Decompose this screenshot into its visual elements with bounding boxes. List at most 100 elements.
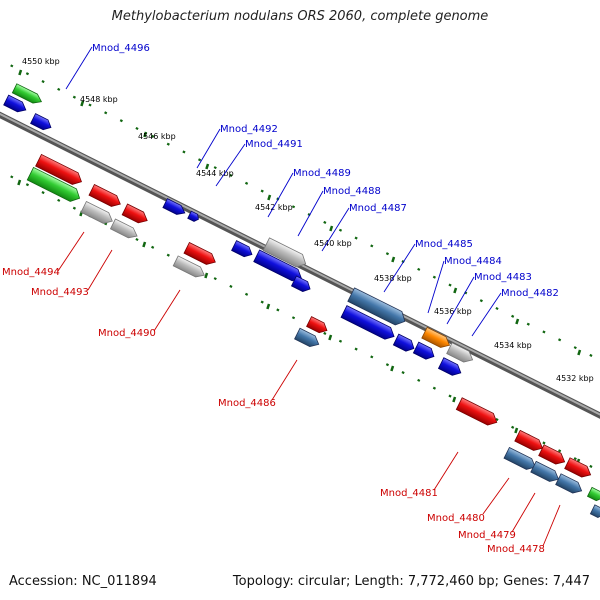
gene-arrow bbox=[455, 397, 498, 426]
gene-feature bbox=[503, 446, 536, 470]
gene-feature bbox=[555, 473, 583, 494]
gene-label-leader bbox=[511, 492, 536, 533]
gene-label-forward: Mnod_4482 bbox=[501, 288, 559, 299]
gene-arrow bbox=[187, 210, 199, 222]
gene-feature bbox=[437, 357, 462, 376]
gene-feature bbox=[455, 397, 498, 426]
gene-arrow bbox=[290, 275, 311, 292]
scale-tick-label: 4536 kbp bbox=[434, 307, 472, 316]
gene-feature bbox=[290, 275, 311, 292]
scale-tick-major bbox=[80, 100, 85, 107]
gene-label-leader bbox=[153, 289, 181, 332]
gene-label-forward: Mnod_4489 bbox=[293, 168, 351, 179]
gene-arrow bbox=[262, 237, 307, 268]
gene-arrow bbox=[231, 240, 253, 258]
scale-tick-label: 4532 kbp bbox=[556, 374, 594, 383]
gene-label-forward: Mnod_4492 bbox=[220, 124, 278, 135]
gene-label-reverse: Mnod_4481 bbox=[380, 488, 438, 499]
gene-feature bbox=[88, 183, 121, 207]
scale-tick-major bbox=[514, 427, 519, 434]
gene-arrow bbox=[26, 166, 81, 202]
gene-arrow bbox=[564, 457, 592, 478]
gene-label-leader bbox=[87, 249, 113, 291]
gene-label-leader bbox=[267, 172, 294, 218]
scale-tick-major bbox=[17, 179, 22, 186]
gene-feature bbox=[35, 153, 82, 185]
gene-arrow bbox=[514, 429, 544, 451]
gene-arrow bbox=[3, 94, 27, 113]
gene-feature bbox=[421, 326, 451, 348]
gene-feature bbox=[26, 166, 81, 202]
scale-tick-major bbox=[328, 334, 333, 341]
gene-arrow bbox=[437, 357, 462, 376]
scale-tick-label: 4550 kbp bbox=[22, 57, 60, 66]
gene-label-forward: Mnod_4487 bbox=[349, 203, 407, 214]
scale-tick-label: 4540 kbp bbox=[314, 239, 352, 248]
scale-tick-major bbox=[142, 241, 147, 248]
scale-tick-major bbox=[515, 318, 520, 325]
gene-label-leader bbox=[471, 292, 502, 337]
gene-arrow bbox=[109, 218, 138, 239]
gene-label-leader bbox=[297, 190, 324, 237]
gene-arrow bbox=[306, 316, 328, 334]
gene-feature bbox=[564, 457, 592, 478]
gene-label-leader bbox=[433, 451, 459, 491]
gene-arrow bbox=[30, 113, 52, 131]
scale-tick-major bbox=[18, 69, 23, 76]
gene-feature bbox=[121, 203, 148, 224]
gene-feature bbox=[392, 333, 415, 352]
gene-feature bbox=[347, 287, 406, 326]
gene-label-leader bbox=[482, 477, 510, 515]
gene-label-leader bbox=[427, 260, 445, 314]
gene-label-leader bbox=[65, 46, 93, 90]
genome-backbone bbox=[0, 111, 600, 419]
gene-feature bbox=[514, 429, 544, 451]
gene-feature bbox=[187, 210, 199, 222]
scale-tick-major bbox=[143, 131, 148, 138]
scale-tick-label: 4534 kbp bbox=[494, 341, 532, 350]
gene-arrow bbox=[183, 241, 216, 265]
scale-tick-major bbox=[453, 287, 458, 294]
gene-label-forward: Mnod_4483 bbox=[474, 272, 532, 283]
gene-arrow bbox=[446, 342, 474, 363]
scale-tick-label: 4546 kbp bbox=[138, 132, 176, 141]
gene-arrow bbox=[530, 460, 560, 482]
scale-tick-major bbox=[390, 365, 395, 372]
gene-label-leader bbox=[271, 359, 298, 401]
gene-label-forward: Mnod_4491 bbox=[245, 139, 303, 150]
gene-feature bbox=[172, 255, 205, 278]
gene-feature bbox=[538, 444, 566, 465]
scale-tick-major bbox=[205, 163, 210, 170]
scale-tick-major bbox=[267, 194, 272, 201]
gene-arrow bbox=[589, 504, 600, 518]
gene-feature bbox=[306, 316, 328, 334]
scale-tick-major bbox=[266, 303, 271, 310]
gene-label-forward: Mnod_4496 bbox=[92, 43, 150, 54]
gene-feature bbox=[294, 327, 320, 348]
gene-feature bbox=[589, 504, 600, 518]
accession-text: Accession: NC_011894 bbox=[9, 574, 157, 589]
gene-feature bbox=[412, 341, 435, 360]
gene-label-forward: Mnod_4488 bbox=[323, 186, 381, 197]
genome-backbone-highlight bbox=[0, 112, 600, 416]
scale-tick-major bbox=[204, 272, 209, 279]
gene-label-reverse: Mnod_4479 bbox=[458, 530, 516, 541]
gene-arrow bbox=[88, 183, 121, 207]
gene-feature bbox=[162, 198, 186, 215]
scale-tick-major bbox=[391, 256, 396, 263]
gene-arrow bbox=[555, 473, 583, 494]
gene-label-leader bbox=[57, 231, 85, 272]
gene-arrow bbox=[586, 486, 600, 502]
gene-feature bbox=[262, 237, 307, 268]
gene-label-leader bbox=[542, 504, 561, 547]
gene-feature bbox=[109, 218, 138, 239]
gene-arrow bbox=[538, 444, 566, 465]
gene-label-reverse: Mnod_4494 bbox=[2, 267, 60, 278]
gene-label-reverse: Mnod_4480 bbox=[427, 513, 485, 524]
gene-arrow bbox=[392, 333, 415, 352]
scale-tick-major bbox=[329, 225, 334, 232]
gene-arrow bbox=[80, 200, 113, 224]
gene-label-leader bbox=[321, 207, 350, 252]
gene-arrow bbox=[121, 203, 148, 224]
gene-label-reverse: Mnod_4486 bbox=[218, 398, 276, 409]
